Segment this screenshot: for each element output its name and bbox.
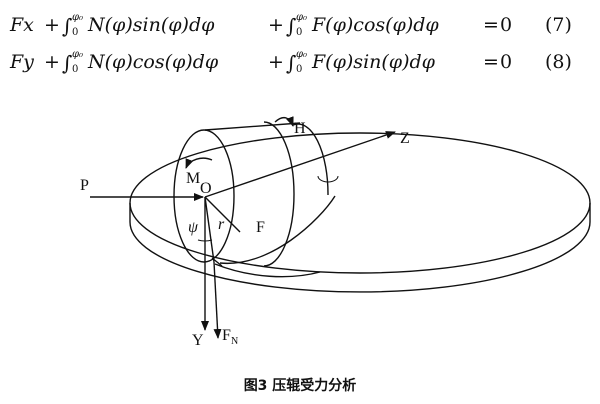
equals-sign: = [483, 14, 499, 36]
label-y: Y [192, 332, 204, 349]
label-h: H [294, 120, 306, 137]
figure-labels: H Z P M O F ψ r Y F N [80, 120, 410, 349]
integral-lower-limit: 0 [72, 64, 78, 75]
equation-7-term1: N(φ)sin(φ)dφ [87, 14, 215, 36]
label-f: F [256, 219, 265, 236]
integral-upper-limit: φ₀ [296, 49, 307, 60]
integral-sign: ∫ [62, 51, 72, 75]
equation-8-term2: F(φ)sin(φ)dφ [311, 51, 436, 73]
equation-8-lhs: Fy [9, 51, 34, 73]
equation-8-term1: N(φ)cos(φ)dφ [87, 51, 219, 73]
rotation-arrow-front [185, 157, 213, 169]
fn-force-arrow [213, 261, 222, 339]
plus-sign: + [44, 51, 60, 73]
figure-caption: 图3 压辊受力分析 [244, 377, 357, 394]
integral-sign: ∫ [286, 14, 296, 38]
integral-sign: ∫ [62, 14, 72, 38]
psi-angle-arc [197, 239, 213, 242]
integral-lower-limit: 0 [72, 27, 78, 38]
equation-7-term2: F(φ)cos(φ)dφ [311, 14, 439, 36]
equation-7-rhs: 0 [500, 14, 512, 36]
z-axis-arrow [204, 131, 396, 198]
integral-lower-limit: 0 [296, 27, 302, 38]
radius-line [204, 196, 215, 263]
label-r: r [218, 216, 225, 233]
rotation-arrow-top [274, 116, 294, 127]
roller-force-diagram: H Z P M O F ψ r Y F N [80, 116, 591, 349]
equation-8-rhs: 0 [500, 51, 512, 73]
integral-upper-limit: φ₀ [72, 49, 83, 60]
label-m: M [186, 170, 200, 187]
equation-8: Fy + ∫ φ₀ 0 N(φ)cos(φ)dφ + ∫ φ₀ 0 F(φ)si… [9, 49, 572, 75]
roller-cylinder [173, 116, 336, 278]
contact-tangent-mark [211, 257, 223, 267]
equation-7-number: (7) [545, 14, 572, 36]
label-z: Z [400, 130, 410, 147]
integral-sign: ∫ [286, 51, 296, 75]
integral-upper-limit: φ₀ [296, 12, 307, 23]
label-p: P [80, 177, 89, 194]
equation-7-lhs: Fx [9, 14, 34, 36]
base-disk [129, 132, 591, 293]
force-vectors [90, 131, 396, 339]
label-fn: F [222, 327, 231, 344]
label-fn-subscript: N [231, 336, 238, 347]
plus-sign: + [44, 14, 60, 36]
label-psi: ψ [188, 219, 199, 236]
equation-7: Fx + ∫ φ₀ 0 N(φ)sin(φ)dφ + ∫ φ₀ 0 F(φ)co… [9, 12, 572, 38]
integral-lower-limit: 0 [296, 64, 302, 75]
plus-sign: + [268, 14, 284, 36]
equals-sign: = [483, 51, 499, 73]
equation-8-number: (8) [545, 51, 572, 73]
integral-upper-limit: φ₀ [72, 12, 83, 23]
label-o: O [200, 180, 212, 197]
plus-sign: + [268, 51, 284, 73]
f-direction-line [204, 196, 241, 233]
